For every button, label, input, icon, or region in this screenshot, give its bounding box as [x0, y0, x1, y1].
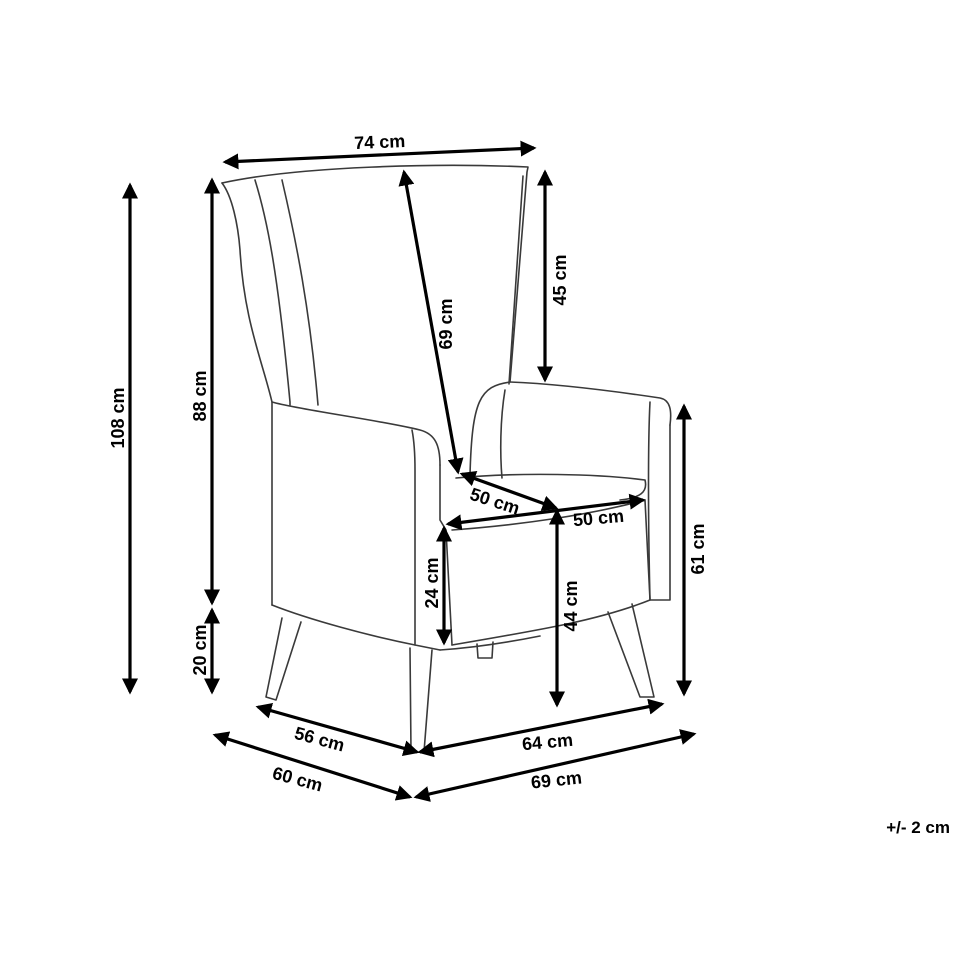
- label-cushion-height: 24 cm: [422, 557, 442, 608]
- dimension-lines: [122, 140, 697, 802]
- chair-front-left-leg: [409, 647, 433, 753]
- label-armrest-height: 61 cm: [688, 523, 708, 574]
- label-total-width: 69 cm: [530, 767, 583, 792]
- dim-line-backrest-diagonal: [398, 169, 464, 475]
- chair-right-arm-inner: [499, 389, 506, 479]
- label-base-depth: 56 cm: [292, 723, 346, 756]
- chair-inner-wing-edge: [281, 179, 319, 406]
- chair-back-left-leg: [265, 617, 302, 701]
- label-seat-height: 44 cm: [561, 580, 581, 631]
- tolerance-note: +/- 2 cm: [886, 818, 950, 837]
- dim-line-top-width: [222, 140, 537, 170]
- chair-left-arm-front: [411, 429, 441, 651]
- chair-back-inner-left: [254, 179, 291, 406]
- chair-right-arm-front: [647, 401, 671, 601]
- chair-base-bottom: [439, 635, 541, 651]
- chair-right-arm-top: [509, 381, 672, 426]
- chair-left-arm-side-bottom: [271, 604, 416, 646]
- dim-line-total-depth: [212, 731, 413, 801]
- chair-back-right-leg: [476, 641, 494, 659]
- label-total-height: 108 cm: [108, 387, 128, 448]
- label-leg-height: 20 cm: [190, 624, 210, 675]
- label-base-width: 64 cm: [521, 730, 574, 754]
- label-back-height: 88 cm: [190, 370, 210, 421]
- label-seat-depth: 50 cm: [467, 484, 522, 519]
- label-seat-width: 50 cm: [572, 506, 625, 530]
- chair-left-wing-outer: [221, 182, 273, 606]
- label-wing-height: 45 cm: [550, 254, 570, 305]
- chair-front-right-leg: [607, 603, 655, 698]
- chair-back-outline: [221, 164, 529, 476]
- chair-illustration: [221, 164, 672, 753]
- dim-line-total-width: [413, 729, 697, 802]
- label-top-width: 74 cm: [354, 131, 406, 153]
- dim-line-seat-width: [445, 493, 646, 531]
- label-backrest-diagonal: 69 cm: [436, 298, 456, 349]
- chair-left-arm-inner: [439, 464, 453, 646]
- dimension-labels: 74 cm 69 cm 45 cm 108 cm 88 cm 20 cm 50 …: [108, 131, 950, 837]
- chair-back-inner-right: [508, 175, 524, 385]
